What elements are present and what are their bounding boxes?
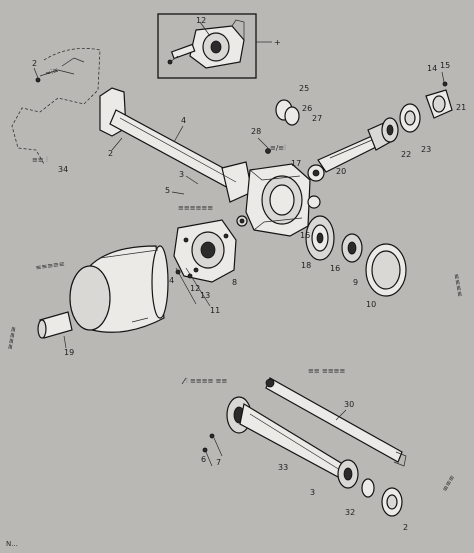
- callout-21: 21: [456, 103, 466, 112]
- lower-drive-shaft: [265, 377, 407, 467]
- callout-17: 17: [291, 159, 301, 168]
- callout-16: 16: [300, 231, 310, 240]
- callout-28: 28: [251, 127, 261, 136]
- lower-bolts: [202, 433, 223, 467]
- part-label-side: ≡≡≡≡: [6, 326, 18, 351]
- shim-pack: [275, 99, 300, 126]
- callout-6: 6: [201, 455, 206, 464]
- cylindrical-guard: [69, 245, 169, 333]
- svg-text:+: +: [274, 38, 281, 47]
- callout-8: 8: [232, 278, 237, 287]
- callout-22: 22: [401, 150, 411, 159]
- callout-19: 19: [64, 348, 74, 357]
- bearing-set-upper: [381, 89, 453, 143]
- callout-2-top: 2: [32, 59, 37, 68]
- rear-flange-plate: [173, 219, 237, 283]
- callout-11: 11: [210, 306, 220, 315]
- callout-25: 25: [299, 84, 309, 93]
- ring-gear: [305, 215, 335, 261]
- callout-15: 15: [440, 61, 450, 70]
- callout-30: 30: [344, 400, 354, 409]
- shaft-stub: [37, 311, 73, 339]
- callout-26: 26: [302, 104, 312, 113]
- drive-shaft-arm: [99, 87, 253, 203]
- callout-4: 4: [181, 116, 186, 125]
- section-label-right: ≡≡ ≡≡≡≡: [308, 367, 346, 375]
- lower-seal-cap: [381, 487, 403, 517]
- section-label-left: ⫶ ≡≡≡≡ ≡≡: [186, 377, 228, 385]
- fastener-cluster: [175, 267, 211, 307]
- callout-20: 20: [336, 167, 346, 176]
- inset-detail-box: +: [157, 13, 281, 79]
- callout-3: 3: [179, 170, 184, 179]
- callout-10: 10: [366, 300, 376, 309]
- part-label-left: ≡≡ ⫶: [32, 156, 48, 164]
- callout-9: 9: [353, 278, 358, 287]
- callout-13: 13: [200, 291, 210, 300]
- lower-bearing: [337, 459, 375, 498]
- gearbox-housing: [245, 163, 311, 237]
- callout-2-shaft: 2: [108, 149, 113, 158]
- bearing-set-lower: [341, 233, 407, 297]
- callout-14: 14: [164, 276, 174, 285]
- callout-33: 33: [278, 463, 288, 472]
- callout-32: 32: [345, 508, 355, 517]
- callout-23: 23: [421, 145, 431, 154]
- part-label-center: ≡/≡⫶: [270, 144, 286, 152]
- callout-12: 12: [190, 284, 200, 293]
- callout-14-right: 14: [427, 64, 437, 73]
- callout-3-lower: 3: [310, 488, 315, 497]
- callout-16b: 16: [330, 264, 340, 273]
- callout-2-lower: 2: [403, 523, 408, 532]
- callout-18: 18: [301, 261, 311, 270]
- part-label-bottom-right: ≡≡≡: [441, 474, 457, 493]
- part-label-mid: ≡≡≡≡≡≡: [178, 204, 213, 212]
- figure-id: N...: [6, 540, 18, 548]
- callout-34: 34: [58, 165, 68, 174]
- callout-5: 5: [165, 186, 170, 195]
- callout-27: 27: [312, 114, 322, 123]
- callout-7: 7: [216, 458, 221, 467]
- part-label-guard: ≡≡≡≡≡: [35, 260, 65, 272]
- part-label-right: ≡≡≡≡: [452, 273, 464, 298]
- pinion-shaft: [307, 121, 395, 182]
- svg-text:≈⫶≡: ≈⫶≡: [44, 66, 59, 78]
- callout-12-inset: 12: [196, 16, 206, 25]
- linkage-chain: ≈⫶≡: [11, 47, 101, 165]
